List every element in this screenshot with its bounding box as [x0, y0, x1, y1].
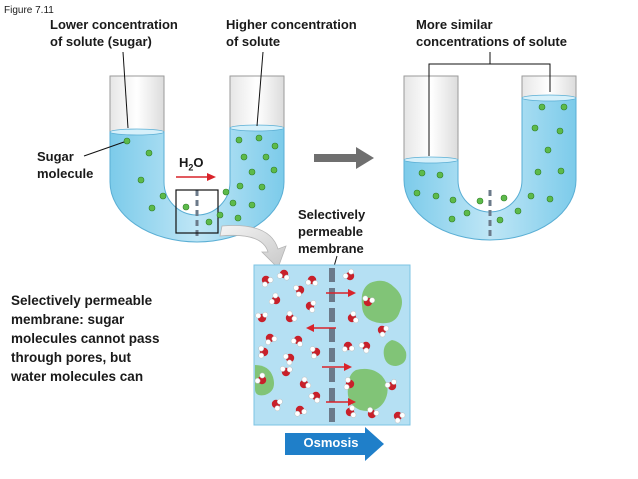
right-tube-meniscus-left [403, 156, 459, 164]
water-molecule [254, 372, 267, 385]
left-tube-glass-left [109, 75, 165, 133]
water-molecule [308, 391, 321, 404]
similar-concentration-label: More similar concentrations of solute [416, 17, 567, 49]
transition-arrow [314, 147, 374, 169]
zoom-panel [253, 264, 411, 426]
zoom-arrow [219, 225, 287, 269]
right-tube-meniscus-right [521, 94, 577, 102]
water-molecule [268, 292, 281, 305]
h2o-label: H2O [179, 155, 204, 173]
water-molecule [290, 335, 303, 347]
caption: Selectively permeable membrane: sugar mo… [11, 293, 160, 384]
right-tube-water [403, 97, 577, 241]
water-molecule [305, 300, 317, 313]
figure-label: Figure 7.11 [4, 5, 54, 16]
water-molecule [277, 269, 290, 281]
lower-concentration-label: Lower concentration of solute (sugar) [50, 17, 178, 49]
left-tube-glass-right [229, 75, 285, 129]
left-meniscus [109, 128, 165, 136]
water-molecule [393, 411, 406, 424]
water-molecule [367, 407, 380, 419]
left-side-sugars [123, 137, 190, 212]
water-molecule [285, 310, 298, 323]
water-molecule [299, 376, 312, 389]
higher-leader [256, 51, 264, 127]
water-molecule [384, 379, 397, 391]
water-molecule [271, 398, 283, 412]
osmosis-label: Osmosis [303, 435, 359, 450]
water-molecule [294, 405, 308, 417]
water-molecule [265, 333, 278, 345]
sugar-molecule-label: Sugar molecule [37, 149, 94, 181]
water-molecule [258, 345, 269, 359]
zoom-sugar-blobs [255, 280, 407, 411]
h2o-arrow-head [207, 173, 216, 181]
left-tube-water [109, 127, 285, 243]
right-u-tube [403, 75, 577, 241]
water-molecule [282, 353, 295, 366]
zoom-box [175, 189, 219, 234]
water-molecule [261, 275, 274, 288]
water-molecule [293, 284, 305, 298]
water-molecule [345, 405, 357, 418]
water-molecule [362, 295, 375, 307]
higher-concentration-label: Higher concentration of solute [226, 17, 357, 49]
water-molecule [377, 325, 390, 338]
osmosis-arrow [285, 427, 384, 461]
equalized-sugars [413, 103, 568, 224]
water-molecule [279, 366, 293, 377]
water-molecule [341, 341, 355, 352]
right-side-sugars [205, 134, 279, 226]
water-molecule [358, 341, 371, 354]
water-molecule [342, 268, 355, 281]
water-molecule [255, 311, 269, 323]
sugar-pointer [83, 141, 125, 157]
membrane-label: Selectively permeable membrane [298, 207, 366, 256]
right-tube-glass-left [403, 75, 459, 161]
water-molecule [309, 346, 321, 359]
water-molecule [347, 310, 359, 324]
left-u-tube [83, 75, 285, 243]
water-molecule [343, 377, 355, 390]
water-molecule [305, 275, 319, 286]
zoom-water-molecules [254, 268, 406, 424]
lower-leader [122, 51, 129, 129]
zoom-water-arrows [306, 289, 356, 406]
